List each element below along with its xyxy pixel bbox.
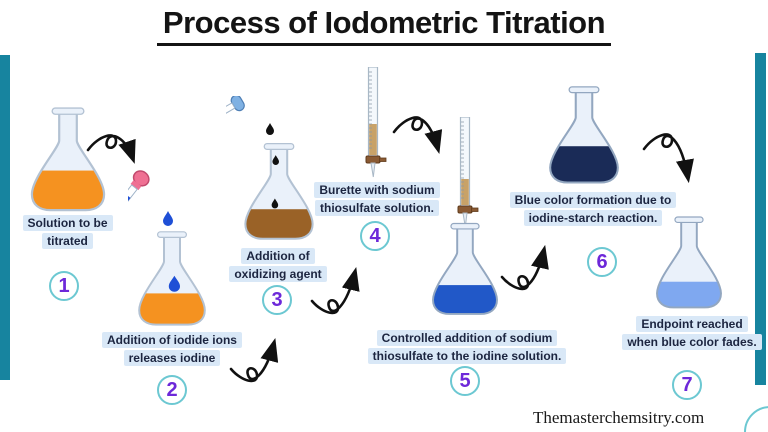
flask-step2: [138, 231, 206, 326]
step-number-4: 4: [360, 221, 390, 251]
step-number-2: 2: [157, 375, 187, 405]
burette-liquid-step4: [369, 124, 377, 155]
burette-step4: [365, 67, 387, 178]
liquid-step2: [139, 293, 205, 325]
step-number-1: 1: [49, 271, 79, 301]
burette-liquid-step5: [461, 179, 469, 205]
oxidizer-drop-neck: [272, 155, 279, 165]
dropper-icon-step3: [226, 96, 245, 117]
flask-step5: [432, 222, 498, 315]
arrow-step6-to-step7: [642, 133, 694, 184]
flask-step1: [30, 107, 106, 212]
flask-step7: [656, 216, 722, 309]
arrow-step2-to-step3: [229, 337, 279, 383]
label-step7: Endpoint reached when blue color fades.: [622, 315, 762, 351]
label-step5: Controlled addition of sodium thiosulfat…: [356, 329, 578, 365]
right-accent-bar: [755, 53, 766, 385]
arrow-step4-to-step5: [392, 116, 443, 155]
burette-step5: [457, 117, 479, 228]
flask-step6: [549, 86, 619, 184]
step-number-5: 5: [450, 366, 480, 396]
label-step4: Burette with sodium thiosulfate solution…: [310, 181, 444, 217]
liquid-step6: [550, 146, 618, 183]
label-step2: Addition of iodide ions releases iodine: [97, 331, 247, 367]
website-credit: Themasterchemsitry.com: [533, 408, 705, 427]
oxidizer-drop-body: [271, 198, 279, 209]
page-title: Process of Iodometric Titration: [156, 5, 612, 46]
label-step6: Blue color formation due to iodine-starc…: [507, 191, 679, 227]
falling-drop-step2: [163, 211, 173, 226]
dropper-icon-step2: [128, 170, 150, 206]
liquid-step3: [245, 209, 313, 239]
liquid-step7: [657, 281, 721, 308]
label-step3: Addition of oxidizing agent: [228, 247, 328, 283]
arrow-step5-to-step6: [500, 244, 549, 291]
step-number-6: 6: [587, 247, 617, 277]
arrow-step3-to-step4: [310, 266, 360, 315]
flask-step3: [244, 143, 314, 240]
iodide-drop-in-flask: [168, 275, 180, 292]
step-number-3: 3: [262, 285, 292, 315]
falling-drop-step3: [266, 123, 274, 135]
stopcock-step4: [365, 155, 381, 164]
arrow-step1-to-step2: [86, 134, 136, 164]
step-number-7: 7: [672, 370, 702, 400]
stopcock-step5: [457, 205, 473, 214]
liquid-step1: [31, 170, 105, 211]
liquid-step5: [433, 285, 497, 314]
left-accent-bar: [0, 55, 10, 380]
label-step1: Solution to be titrated: [20, 214, 115, 250]
